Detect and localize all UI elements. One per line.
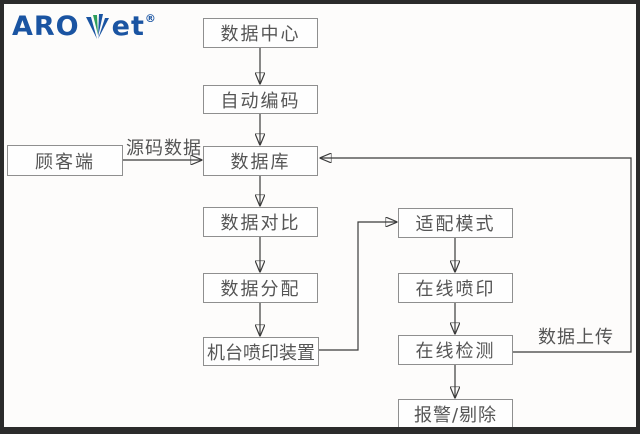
registered-mark: ® xyxy=(144,12,157,25)
node-auto-coding: 自动编码 xyxy=(203,85,318,114)
node-database: 数据库 xyxy=(203,146,318,176)
logo-text-aro: ARO xyxy=(12,11,80,42)
node-adapt-mode: 适配模式 xyxy=(398,208,513,238)
connector-onlinedetect-database-feedback xyxy=(320,158,632,353)
edge-label-data-upload: 数据上传 xyxy=(538,327,614,348)
node-data-distribute: 数据分配 xyxy=(203,273,318,303)
node-customer: 顾客端 xyxy=(7,145,123,176)
node-online-print: 在线喷印 xyxy=(398,273,513,303)
node-online-detect: 在线检测 xyxy=(398,335,513,365)
connector-machineprint-adaptmode xyxy=(319,222,397,351)
leaf-icon xyxy=(84,14,110,48)
node-data-center: 数据中心 xyxy=(203,18,318,48)
node-machine-print: 机台喷印装置 xyxy=(203,337,319,366)
logo-text-et: et xyxy=(111,11,145,42)
flowchart-canvas: ARO et ® xyxy=(4,4,636,427)
arojet-logo: ARO et ® xyxy=(12,12,157,48)
connector-lines xyxy=(123,48,632,427)
node-data-compare: 数据对比 xyxy=(203,207,318,237)
edge-label-source-data: 源码数据 xyxy=(126,138,202,159)
node-alarm-reject: 报警/剔除 xyxy=(398,399,513,427)
